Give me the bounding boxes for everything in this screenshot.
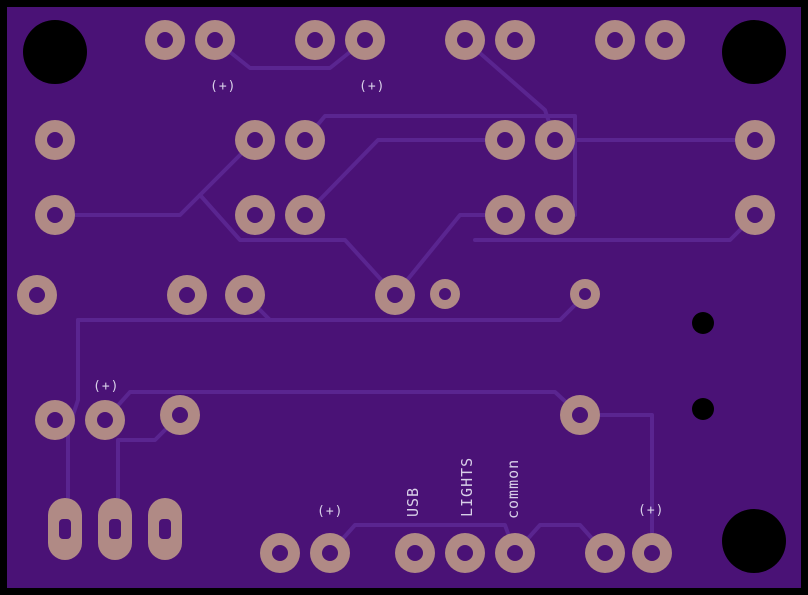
mounting-holes	[23, 20, 786, 573]
trace	[198, 193, 397, 297]
small-hole	[692, 398, 714, 420]
usb-label: USB	[404, 487, 422, 517]
polarity-label: (+)	[93, 379, 119, 394]
trace	[303, 138, 507, 217]
mounting-hole	[23, 20, 87, 84]
polarity-label: (+)	[359, 79, 385, 94]
polarity-label: (+)	[638, 503, 664, 518]
silkscreen: (+) (+) (+) (+) (+) USB LIGHTS common	[93, 79, 664, 519]
polarity-label: (+)	[210, 79, 236, 94]
through-hole-pads	[17, 20, 775, 573]
polarity-label: (+)	[317, 504, 343, 519]
trace	[578, 413, 654, 555]
mounting-hole	[722, 509, 786, 573]
common-label: common	[504, 459, 522, 519]
mounting-hole	[722, 20, 786, 84]
trace	[213, 38, 367, 70]
lights-label: LIGHTS	[458, 457, 476, 517]
small-hole	[692, 312, 714, 334]
